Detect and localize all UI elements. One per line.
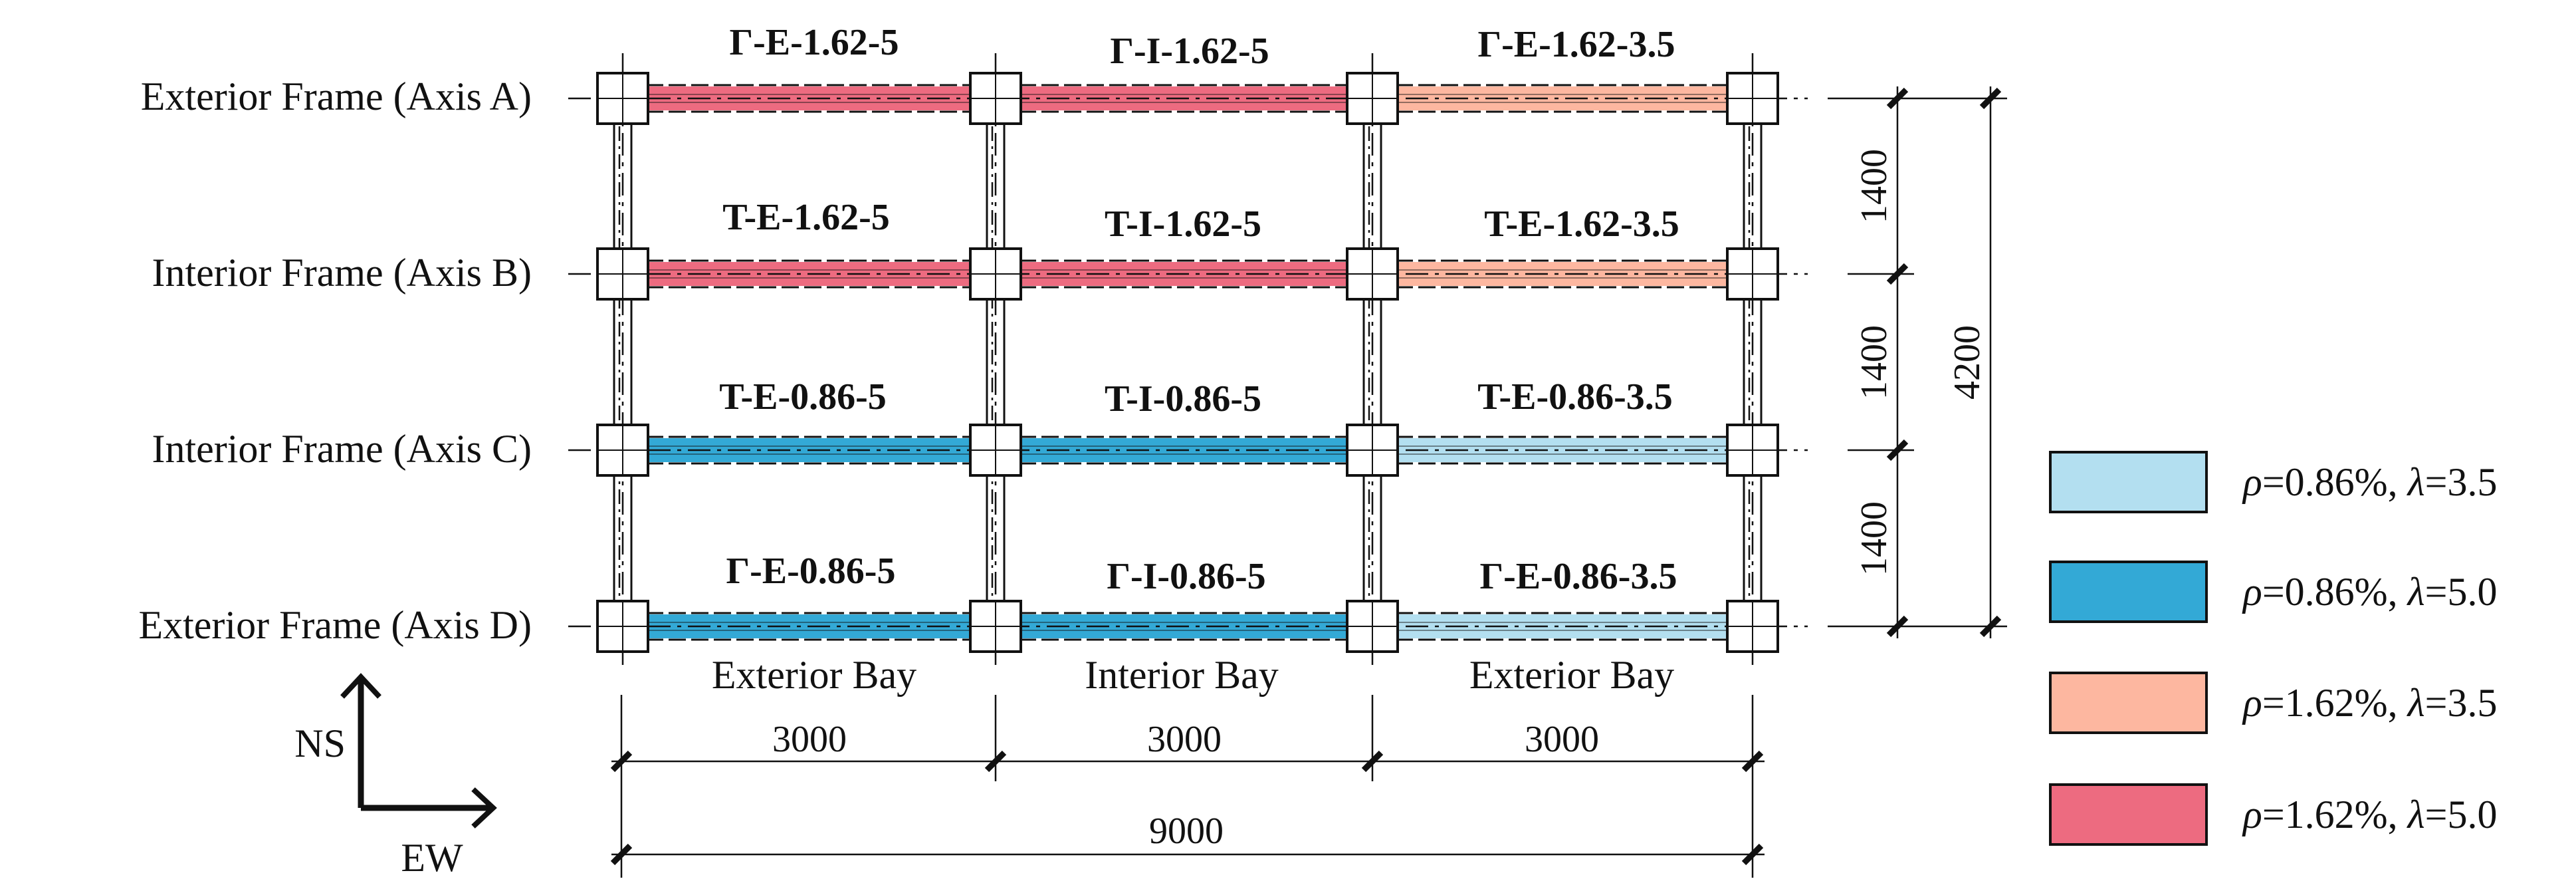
- bay-span-dimension: 3000: [1147, 719, 1222, 760]
- beam-label: Γ-I-0.86-5: [1107, 556, 1265, 597]
- legend-label: ρ=0.86%, λ=3.5: [2242, 460, 2497, 504]
- frame-label-axis-a: Exterior Frame (Axis A): [141, 74, 532, 118]
- compass-ew-label: EW: [401, 836, 463, 880]
- total-depth-dimension: 4200: [1947, 325, 1988, 400]
- beam-label: Γ-E-1.62-3.5: [1478, 24, 1675, 65]
- beam-column-joints: [596, 72, 1779, 653]
- frame-label-axis-c: Interior Frame (Axis C): [152, 427, 532, 471]
- frame-axis-lines: [568, 97, 1808, 628]
- legend-swatch-r086-l50: [2049, 561, 2208, 623]
- total-span-dimension: 9000: [1149, 811, 1224, 852]
- bay-labels: Exterior Bay Interior Bay Exterior Bay: [712, 653, 1674, 697]
- beam-label: T-E-0.86-3.5: [1477, 376, 1673, 418]
- bay-span-dimension: 3000: [1525, 719, 1599, 760]
- north-arrow-head: [340, 673, 381, 699]
- column-lines: [613, 53, 1763, 665]
- legend-swatch-r162-l35: [2049, 672, 2208, 734]
- beam-label: Γ-I-1.62-5: [1110, 31, 1269, 72]
- frame-labels: Exterior Frame (Axis A) Interior Frame (…: [138, 74, 532, 647]
- beams: [646, 84, 1729, 641]
- legend-swatch-r162-l50: [2049, 783, 2208, 846]
- legend-label: ρ=0.86%, λ=5.0: [2242, 570, 2497, 614]
- frame-spacing-dimension: 1400: [1854, 501, 1895, 576]
- east-arrow-head: [471, 787, 497, 829]
- bay-span-dimension: 3000: [772, 719, 847, 760]
- bay-label-interior: Interior Bay: [1085, 653, 1279, 697]
- beam-label: T-E-1.62-3.5: [1484, 203, 1679, 245]
- legend-label: ρ=1.62%, λ=5.0: [2242, 793, 2497, 836]
- compass: [340, 673, 497, 829]
- beam-label: T-E-0.86-5: [719, 376, 887, 418]
- horizontal-dimensions: [610, 695, 1765, 878]
- vertical-dimensions: [1828, 86, 2007, 638]
- legend: ρ=0.86%, λ=3.5 ρ=0.86%, λ=5.0 ρ=1.62%, λ…: [2049, 451, 2497, 846]
- bay-label-exterior-east: Exterior Bay: [1469, 653, 1674, 697]
- beam-label: T-I-1.62-5: [1105, 203, 1261, 245]
- beam-label: Γ-E-0.86-5: [726, 551, 896, 592]
- beam-label: Γ-E-1.62-5: [730, 22, 899, 63]
- beam-label: Γ-E-0.86-3.5: [1480, 556, 1677, 597]
- frame-label-axis-b: Interior Frame (Axis B): [152, 251, 532, 295]
- bay-label-exterior-west: Exterior Bay: [712, 653, 916, 697]
- beam-labels: Γ-E-1.62-5 Γ-I-1.62-5 Γ-E-1.62-3.5 T-E-1…: [719, 22, 1679, 597]
- frame-label-axis-d: Exterior Frame (Axis D): [138, 603, 532, 647]
- frame-spacing-dimension: 1400: [1854, 325, 1895, 400]
- compass-ns-label: NS: [294, 721, 346, 765]
- legend-label: ρ=1.62%, λ=3.5: [2242, 681, 2497, 725]
- legend-swatch-r086-l35: [2049, 451, 2208, 513]
- frame-spacing-dimension: 1400: [1854, 149, 1895, 223]
- beam-label: T-E-1.62-5: [722, 197, 890, 238]
- beam-label: T-I-0.86-5: [1105, 378, 1261, 420]
